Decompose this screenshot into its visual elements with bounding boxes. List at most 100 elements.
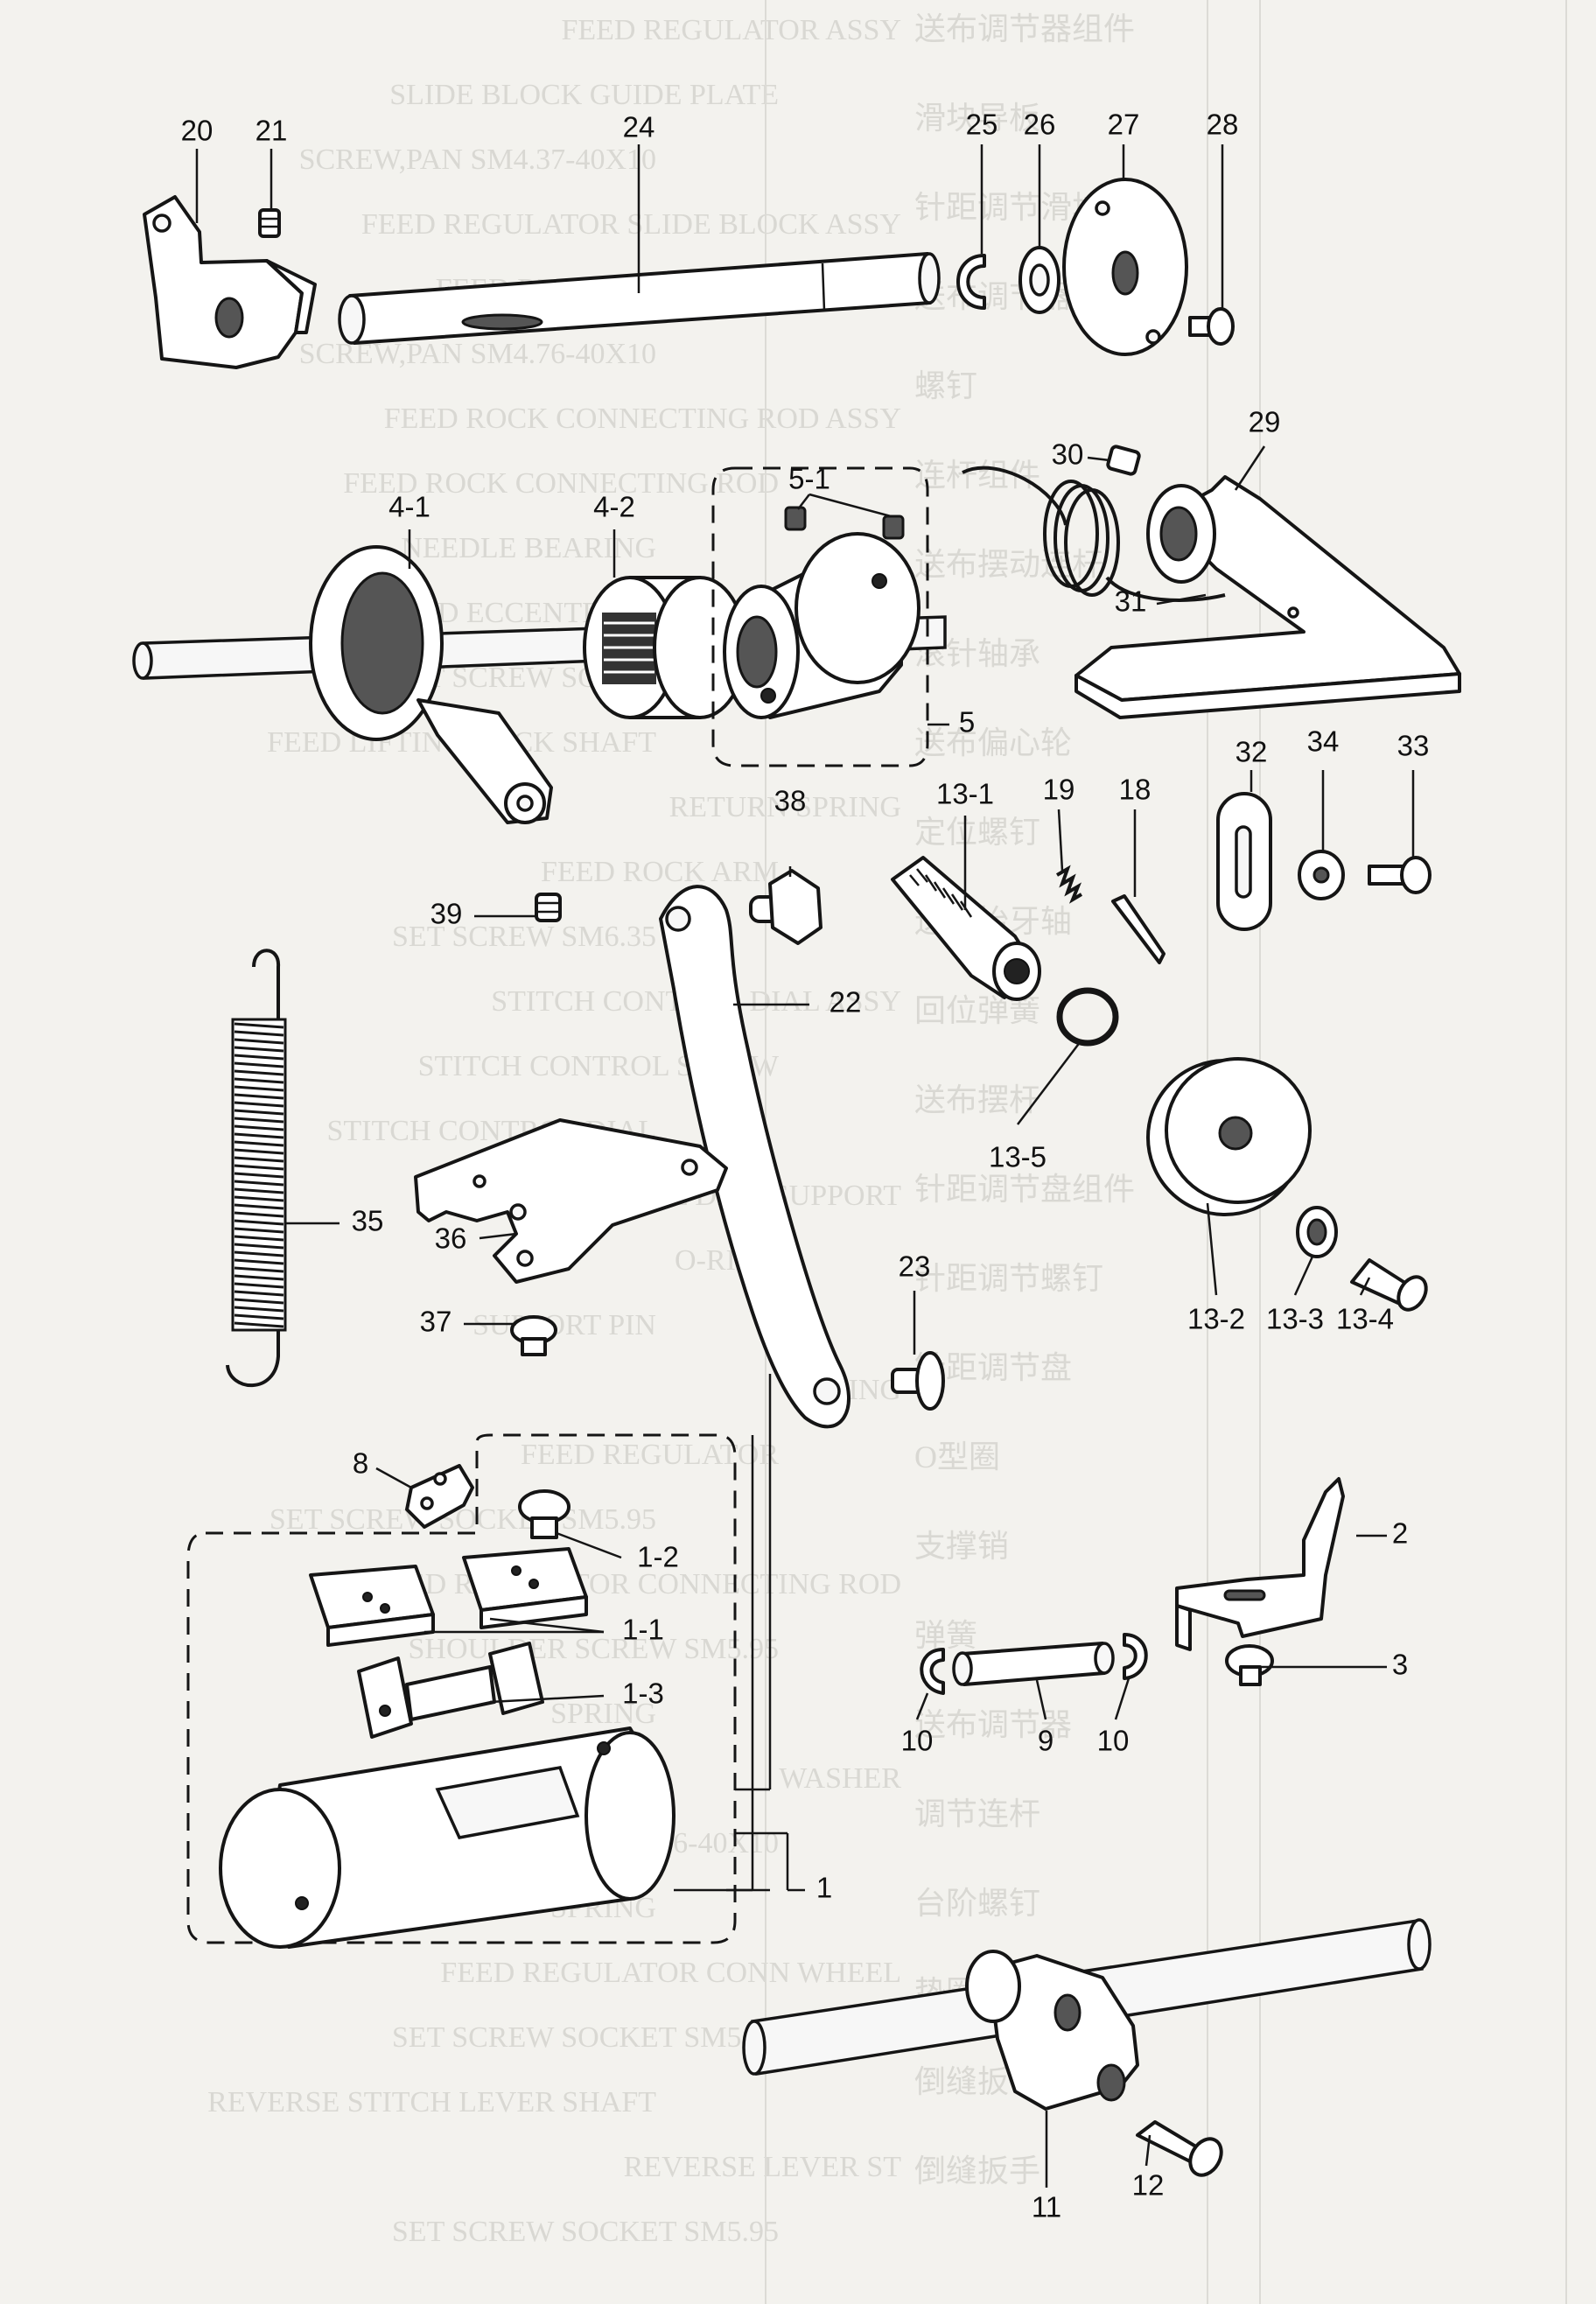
label-13-5: 13-5 [989, 1141, 1046, 1173]
part-e-rings-10 [920, 1633, 1148, 1695]
part-needle-bearing-4-2 [583, 576, 747, 719]
part-regulator-plate-36 [414, 1118, 728, 1284]
label-18: 18 [1119, 774, 1152, 806]
part-screw-33 [1368, 856, 1432, 894]
label-29: 29 [1249, 406, 1281, 438]
label-2: 2 [1392, 1517, 1408, 1550]
label-23: 23 [899, 1250, 931, 1283]
background-chinese-line: 螺钉 [914, 368, 977, 403]
label-28: 28 [1207, 109, 1239, 141]
label-19: 19 [1043, 774, 1075, 806]
background-chinese-text: 送布调节器组件滑块导板针距调节滑块组件送布调节器轴螺钉连杆组件送布摆动连杆滚针轴… [914, 11, 1166, 2188]
label-10-right: 10 [1097, 1725, 1130, 1757]
background-text-line: NEEDLE BEARING [401, 532, 656, 564]
part-o-ring-13-5 [1056, 987, 1119, 1047]
background-text-line: SLIDE BLOCK GUIDE PLATE [389, 79, 779, 111]
label-13-3: 13-3 [1266, 1303, 1324, 1335]
background-text-line: SET SCREW SOCKET SM5.95 [392, 2216, 779, 2248]
part-dial-support-13-3 [1296, 1206, 1338, 1258]
label-27: 27 [1108, 109, 1140, 141]
label-25: 25 [966, 109, 998, 141]
label-11: 11 [1032, 2191, 1061, 2223]
background-chinese-line: 送布摆动连杆 [914, 547, 1103, 582]
label-24: 24 [623, 111, 655, 144]
label-4-2: 4-2 [593, 491, 635, 523]
background-chinese-line: 针距调节螺钉 [914, 1261, 1103, 1296]
part-spring-35 [226, 949, 287, 1388]
part-connecting-rod-22 [659, 885, 850, 1429]
background-chinese-line: 台阶螺钉 [914, 1886, 1040, 1921]
label-32: 32 [1236, 736, 1268, 768]
background-text-line: FEED REGULATOR [521, 1439, 779, 1471]
part-stitch-control-dial-13-2 [1146, 1057, 1312, 1216]
background-chinese-line: 滑块导板 [914, 101, 1040, 136]
part-shoulder-screw-23 [891, 1351, 945, 1411]
background-chinese-line: 调节连杆 [914, 1796, 1040, 1831]
background-text-line: SUPPORT PIN [472, 1309, 656, 1341]
part-guide-plate-27 [1062, 178, 1188, 356]
part-washer-34 [1298, 850, 1345, 900]
background-text-line: FEED REGULATOR CONNECTING ROD [372, 1568, 901, 1600]
part-feed-rock-arm-29 [1074, 475, 1461, 719]
part-set-screw-30 [1106, 445, 1141, 476]
background-chinese-line: 定位螺钉 [914, 815, 1040, 850]
label-5-1: 5-1 [788, 463, 830, 495]
part-connecting-rod-4-1 [309, 545, 553, 824]
part-stitch-control-screw-13-1 [891, 856, 1041, 1001]
label-1: 1 [816, 1872, 832, 1904]
label-39: 39 [430, 898, 463, 930]
part-number-labels: 20 21 24 25 26 27 28 29 30 31 4-1 4-2 5-… [181, 109, 1430, 2223]
background-text-line: FEED ROCK ARM [541, 856, 779, 888]
part-reverse-lever-2 [1175, 1477, 1345, 1651]
background-text-line: FEED REGULATOR ASSY [561, 14, 901, 46]
background-chinese-line: 弹簧 [914, 1618, 977, 1653]
label-5: 5 [959, 706, 975, 739]
background-text-line: FEED ROCK CONNECTING ROD ASSY [384, 403, 901, 435]
label-35: 35 [352, 1205, 384, 1237]
label-4-1: 4-1 [388, 491, 430, 523]
label-22: 22 [830, 986, 862, 1019]
label-8: 8 [353, 1447, 368, 1480]
background-chinese-line: 倒缝扳手 [914, 2153, 1040, 2188]
label-33: 33 [1397, 730, 1430, 762]
background-text-line: SET SCREW SOCKET SM5.95 [270, 1503, 656, 1536]
background-text-line: SET SCREW SM6.35 [392, 921, 656, 953]
label-1-3: 1-3 [622, 1677, 664, 1710]
background-chinese-line: 针距调节盘组件 [914, 1172, 1135, 1207]
label-36: 36 [435, 1222, 467, 1255]
part-screw-37 [510, 1315, 557, 1356]
background-chinese-line: O型圈 [914, 1439, 1000, 1474]
part-screw-28 [1188, 307, 1235, 346]
background-text-line: FEED ROCK CONNECTING ROD [343, 467, 779, 500]
part-support-pin-18 [1111, 894, 1166, 964]
label-13-1: 13-1 [936, 778, 994, 810]
background-text-line: SHOULDER SCREW SM5.95 [409, 1633, 780, 1665]
part-eccentric-cam-5 [711, 466, 929, 767]
label-13-2: 13-2 [1187, 1303, 1245, 1335]
part-regulator-block-assembly-1 [186, 1433, 737, 1949]
leader-lines [195, 144, 1415, 2188]
part-set-screw-21 [258, 208, 281, 238]
label-21: 21 [256, 115, 288, 147]
part-reverse-shaft-9 [952, 1642, 1115, 1686]
background-text-line: FEED REGULATOR CONN WHEEL [440, 1957, 901, 1989]
part-return-spring-31 [962, 466, 1226, 602]
part-set-screw-12 [1136, 2120, 1223, 2177]
label-1-2: 1-2 [637, 1541, 679, 1573]
background-text-line: WASHER [779, 1762, 901, 1795]
background-text-line: REVERSE LEVER ST [624, 2151, 902, 2183]
background-chinese-line: 送布调节器 [914, 1707, 1072, 1742]
label-31: 31 [1115, 585, 1147, 618]
background-chinese-line: 送布调节器组件 [914, 11, 1135, 46]
background-text-line: RETURN SPRING [669, 791, 901, 823]
part-feed-regulator-shaft [338, 252, 941, 345]
part-washer-26 [1018, 246, 1060, 314]
background-text-line: SET SCREW SOCKET SM5.95 [392, 2021, 779, 2054]
part-set-screw-39 [535, 893, 562, 922]
background-chinese-line: 送布摆杆 [914, 1082, 1040, 1117]
part-regulator-stud-38 [749, 869, 822, 945]
part-spring-19 [1055, 865, 1083, 904]
part-screw-3 [1225, 1644, 1274, 1686]
label-1-1: 1-1 [622, 1614, 664, 1646]
